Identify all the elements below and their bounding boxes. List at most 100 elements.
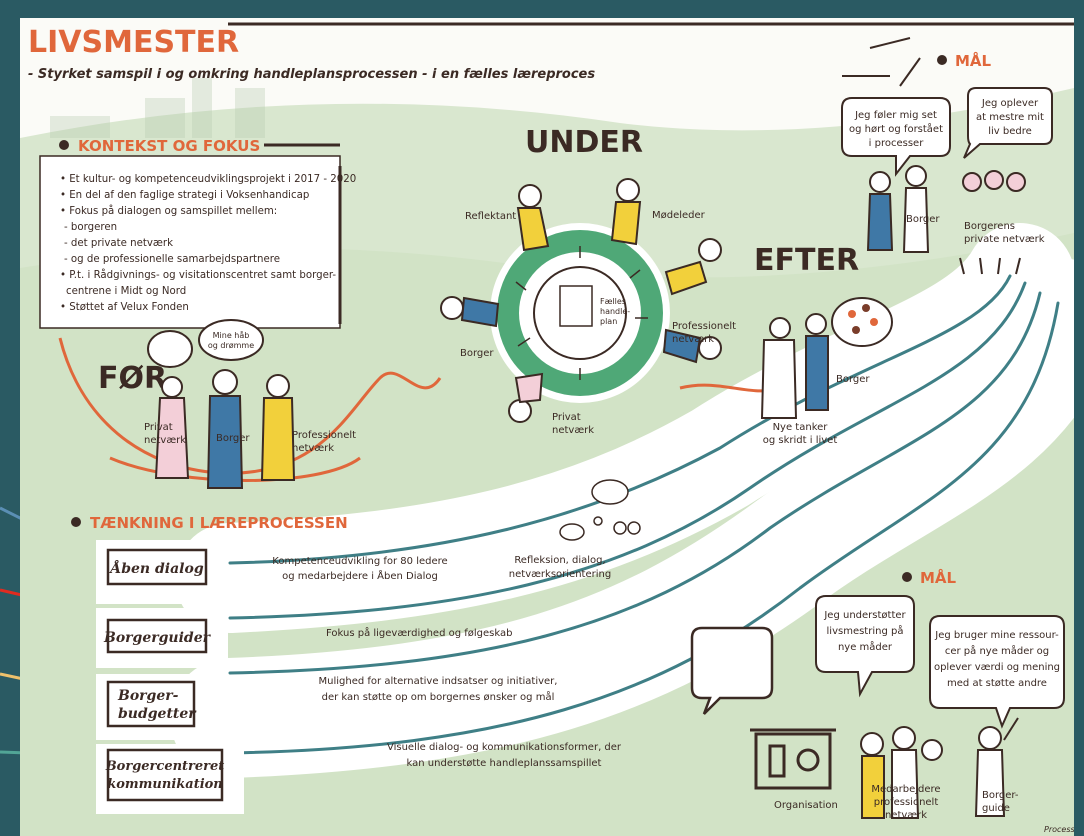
- center-line-2: handle-: [600, 307, 630, 316]
- before-prof-2: netværk: [292, 443, 334, 454]
- organisation-icon: [750, 728, 836, 790]
- sun-rays-icon: [842, 37, 921, 87]
- goal-top-b2-l2: at mestre mit: [976, 112, 1044, 123]
- goal-bottom-b1-l1: Jeg understøtter: [823, 610, 906, 621]
- under-prof-2: netværk: [672, 334, 714, 345]
- person-icon: [440, 296, 500, 328]
- person-icon: [902, 165, 930, 253]
- person-icon: [664, 238, 722, 296]
- person-icon: [866, 171, 894, 251]
- group-icon: [959, 170, 1026, 275]
- card-aben-dialog: Åben dialog: [96, 540, 228, 604]
- goal-top-b2-l1: Jeg oplever: [981, 98, 1039, 109]
- reflection-1: Refleksion, dialog,: [514, 555, 605, 566]
- item-desc: Mulighed for alternative indsatser og in…: [319, 676, 558, 687]
- card-label: budgetter: [118, 706, 197, 722]
- kontekst-line: • P.t. i Rådgivnings- og visitationscent…: [60, 268, 336, 281]
- buildings-icon: [50, 78, 265, 138]
- kontekst-line: • En del af den faglige strategi i Vokse…: [60, 190, 309, 201]
- after-nye-2: og skridt i livet: [763, 435, 838, 446]
- kontekst-lines: • Et kultur- og kompetenceudviklingsproj…: [60, 174, 356, 313]
- goal-bottom-medarb-1: Medarbejdere: [871, 784, 940, 795]
- kontekst-line: - borgeren: [64, 222, 117, 233]
- person-icon: [206, 369, 244, 489]
- kontekst-line: • Støttet af Velux Fonden: [60, 302, 189, 313]
- goal-bottom-b2-l3: oplever værdi og mening: [934, 662, 1060, 673]
- kontekst-heading: KONTEKST OG FOKUS: [78, 137, 260, 155]
- goal-top-borger: Borger: [906, 214, 940, 225]
- before-bubble-line1: Mine håb: [213, 330, 250, 340]
- person-icon: [974, 717, 1019, 817]
- kontekst-line: - og de professionelle samarbejdspartner…: [64, 254, 280, 265]
- card-label: Borgerguider: [103, 630, 212, 646]
- poster: LIVSMESTER - Styrket samspil i og omkrin…: [20, 18, 1074, 836]
- goal-bottom-b2-l1: Jeg bruger mine ressour-: [934, 630, 1059, 641]
- meeting-ring: [497, 230, 663, 396]
- poster-illustration: LIVSMESTER - Styrket samspil i og omkrin…: [20, 22, 1074, 836]
- goal-top-private-2: private netværk: [964, 234, 1045, 245]
- road: [170, 223, 1074, 778]
- goal-bottom-medarb-2: professionelt: [874, 797, 939, 808]
- goal-top-b1-l3: i processer: [869, 138, 925, 149]
- person-icon: [508, 372, 544, 423]
- card-label: Åben dialog: [108, 559, 203, 577]
- goal-bottom-organisation: Organisation: [774, 800, 838, 811]
- tankning-heading: TÆNKNING I LÆREPROCESSEN: [90, 514, 348, 532]
- card-label: Borger-: [117, 688, 179, 704]
- poster-subtitle: - Styrket samspil i og omkring handlepla…: [28, 67, 595, 82]
- person-icon: [610, 178, 642, 246]
- goal-bottom-guide-1: Borger-: [982, 790, 1019, 801]
- goal-bottom-heading: MÅL: [920, 568, 957, 587]
- item-desc: og medarbejdere i Åben Dialog: [282, 569, 438, 582]
- goal-bottom-b1-l2: livsmestring på: [827, 624, 904, 637]
- item-desc: Fokus på ligeværdighed og følgeskab: [326, 626, 512, 639]
- after-nye-1: Nye tanker: [773, 422, 829, 433]
- item-desc: Kompetenceudvikling for 80 ledere: [272, 556, 447, 567]
- kontekst-line: - det private netværk: [64, 238, 173, 249]
- goal-top-private-1: Borgerens: [964, 221, 1015, 232]
- speech-bubble-icon: [841, 87, 1053, 177]
- kontekst-line: • Et kultur- og kompetenceudviklingsproj…: [60, 174, 356, 185]
- goal-bottom-medarb-3: netværk: [885, 810, 927, 821]
- before-privat-1: Privat: [144, 422, 173, 433]
- center-line-1: Fælles: [600, 297, 626, 306]
- document-icon: [559, 285, 593, 327]
- under-borger: Borger: [460, 348, 494, 359]
- thought-cloud-icon: [559, 479, 641, 541]
- goal-top-b1-l1: Jeg føler mig set: [854, 110, 937, 121]
- bullet-icon: [902, 572, 912, 582]
- under-prof-1: Professionelt: [672, 321, 736, 332]
- card-borgerbudgetter: Borger- budgetter: [96, 674, 228, 740]
- bullet-icon: [71, 517, 81, 527]
- before-bubble-line2: og drømme: [208, 341, 254, 350]
- bullet-icon: [937, 55, 947, 65]
- item-desc: Visuelle dialog- og kommunikationsformer…: [387, 742, 622, 753]
- phase-after: EFTER: [754, 243, 859, 278]
- card-label: Borgercentreret: [105, 759, 225, 774]
- under-reflektant: Reflektant: [465, 211, 516, 222]
- group-icon: [860, 726, 943, 819]
- phase-during: UNDER: [525, 125, 643, 160]
- card-borgerguider: Borgerguider: [96, 608, 228, 668]
- after-borger: Borger: [836, 374, 870, 385]
- under-modeleder: Mødeleder: [652, 210, 706, 221]
- person-icon: [662, 328, 722, 364]
- under-privat-1: Privat: [552, 412, 581, 423]
- reflection-2: netværksorientering: [509, 569, 611, 580]
- card-borgercentreret: Borgercentreret kommunikation: [96, 744, 244, 814]
- before-borger: Borger: [216, 433, 250, 444]
- bullet-icon: [59, 140, 69, 150]
- goal-bottom-b2-l4: med at støtte andre: [947, 678, 1047, 689]
- card-label: kommunikation: [107, 777, 223, 792]
- sunburst-icon: [515, 246, 648, 380]
- item-desc: der kan støtte op om borgernes ønsker og…: [322, 690, 555, 703]
- person-icon: [760, 317, 798, 419]
- credit: Processo: [1044, 825, 1074, 834]
- palette-icon: [831, 297, 893, 347]
- person-icon: [154, 376, 190, 479]
- goal-bottom-b1-l3: nye måder: [838, 640, 893, 653]
- poster-title: LIVSMESTER: [28, 25, 239, 60]
- speech-bubble-icon: [690, 595, 1065, 729]
- person-icon: [805, 313, 829, 411]
- before-privat-2: netværk: [144, 435, 186, 446]
